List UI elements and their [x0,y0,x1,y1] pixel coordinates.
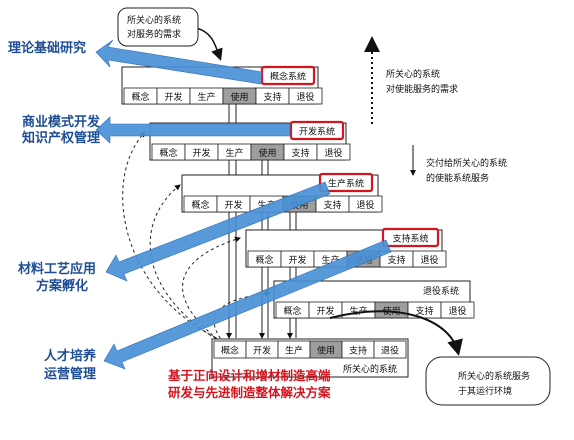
phase-label: 概念 [255,254,273,266]
phase-label: 退役 [448,305,466,317]
phase-label: 支持 [323,199,341,211]
service-box: 所关心的系统服务 于其运行环境 [425,356,551,406]
phase-label: 支持 [291,147,309,159]
phase-label: 概念 [131,91,149,103]
service-line1: 所关心的系统服务 [458,370,530,382]
phase-label: 开发 [164,91,182,103]
phase-cell [440,301,475,319]
phase-label: 使用 [230,91,248,103]
top-need-box: 所关心的系统 对服务的需求 [117,7,199,47]
system-label: 支持系统 [392,233,428,245]
service-arrow [329,310,463,356]
blue-arrow-talent [103,239,392,370]
phase-label: 开发 [253,345,271,357]
phase-label: 生产 [197,91,215,103]
deliver-note-line1: 交付给所关心的系统 [426,157,507,169]
label-business-2: 知识产权管理 [22,130,100,146]
red-caption: 基于正向设计和增材制造高端 研发与先进制造整体解决方案 [167,368,331,400]
phase-label: 生产 [285,345,303,357]
label-business-1: 商业模式开发 [22,114,101,130]
phase-label: 退役 [296,91,314,103]
phase-label: 开发 [288,254,306,266]
phase-label: 支持 [387,254,405,266]
phase-label: 使用 [258,147,276,159]
system-label-box [289,120,345,141]
red-caption-line1: 基于正向设计和增材制造高端 [167,368,331,383]
phase-label: 支持 [349,345,367,357]
phase-label: 开发 [192,147,210,159]
phase-label: 概念 [191,199,209,211]
phase-label: 开发 [316,305,334,317]
phase-cell [288,87,323,105]
need-note-line1: 所关心的系统 [386,68,440,80]
system-label-box [318,172,374,193]
system-label-box [381,227,440,248]
phase-label: 退役 [356,199,374,211]
phase-cell [373,340,407,359]
phase-label: 使用 [317,345,335,357]
right-notes: 所关心的系统 对使能服务的需求 交付给所关心的系统 的使能系统服务 [364,36,507,184]
phase-cell [348,195,383,213]
label-theory: 理论基础研究 [8,40,86,56]
top-need-line1: 所关心的系统 [127,14,181,26]
need-arrow [195,27,223,61]
phase-label: 概念 [159,147,177,159]
phase-label: 概念 [221,345,239,357]
need-note-line2: 对使能服务的需求 [386,83,458,95]
blue-arrow-business [95,116,291,144]
label-talent-2: 运营管理 [44,366,96,382]
label-talent-1: 人才培养 [44,348,97,364]
phase-label: 退役 [420,254,438,266]
soi-label: 所关心的系统 [343,363,397,375]
phase-label: 开发 [224,199,242,211]
system-label: 概念系统 [270,71,306,83]
label-material-1: 材料工艺应用 [18,261,96,277]
system-label: 开发系统 [299,126,335,138]
phase-cell [316,143,351,161]
phase-label: 退役 [324,147,342,159]
phase-label: 支持 [263,91,281,103]
left-labels: 理论基础研究 商业模式开发 知识产权管理 材料工艺应用 方案孵化 人才培养 运营… [8,40,101,382]
phase-label: 概念 [283,305,301,317]
label-material-2: 方案孵化 [36,278,88,294]
system-label: 退役系统 [423,285,459,297]
phase-cell [412,250,447,268]
phase-label: 退役 [381,345,399,357]
blue-arrow-theory [95,39,263,85]
red-caption-line2: 研发与先进制造整体解决方案 [168,385,331,400]
blue-arrows [95,39,392,370]
service-line2: 于其运行环境 [458,385,512,397]
phase-label: 生产 [225,147,243,159]
deliver-note-line2: 的使能系统服务 [426,172,489,184]
stage-3: 概念开发生产使用支持退役生产系统 [181,172,383,213]
phase-label: 支持 [415,305,433,317]
top-need-line2: 对服务的需求 [127,28,181,40]
blue-arrow-material [105,181,331,282]
system-label: 生产系统 [328,178,364,190]
